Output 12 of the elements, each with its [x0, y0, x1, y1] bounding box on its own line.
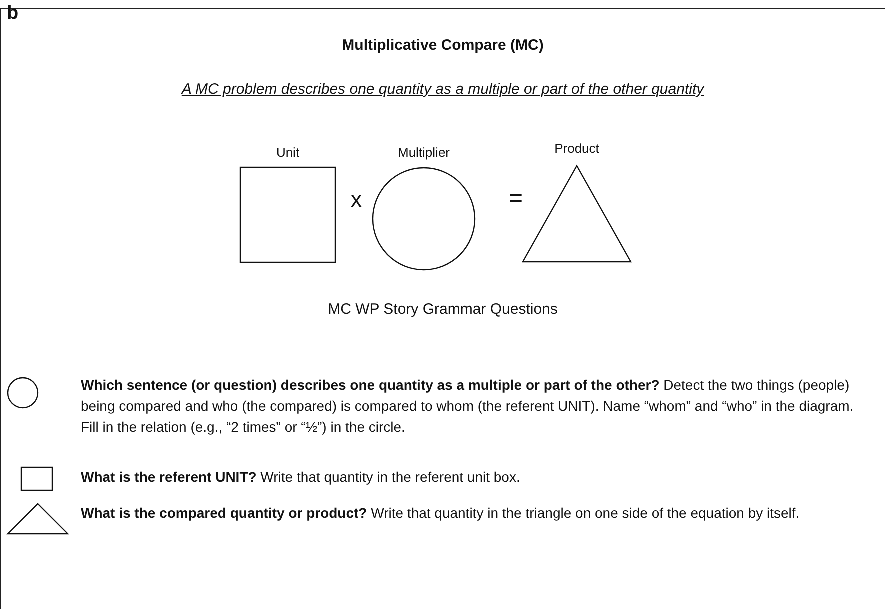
- question-text: Which sentence (or question) describes one quantity as a multiple or part of the other? Detect the two things (people) being compared and who (the compared) is compared to whom (the referent UNIT). Name “whom” and “who” in the diagram. Fill in the relation (e.g., “2 times” or “½”) in the circle.: [81, 376, 855, 437]
- shape-label: Unit: [275, 145, 301, 160]
- section-heading: MC WP Story Grammar Questions: [327, 301, 559, 318]
- equals-sign: =: [509, 185, 524, 213]
- panel-letter: b: [7, 3, 19, 25]
- shape-label: Multiplier: [396, 145, 451, 160]
- title: Multiplicative Compare (MC): [341, 37, 545, 54]
- multiply-sign: x: [351, 187, 362, 213]
- question-text: What is the compared quantity or product? Write that quantity in the triangle on one side of the equation by itself.: [81, 504, 801, 523]
- question-text: What is the referent UNIT? Write that quantity in the referent unit box.: [81, 468, 522, 487]
- shape-label: Product: [554, 141, 600, 156]
- subtitle: A MC problem describes one quantity as a multiple or part of the other quantity: [180, 81, 706, 98]
